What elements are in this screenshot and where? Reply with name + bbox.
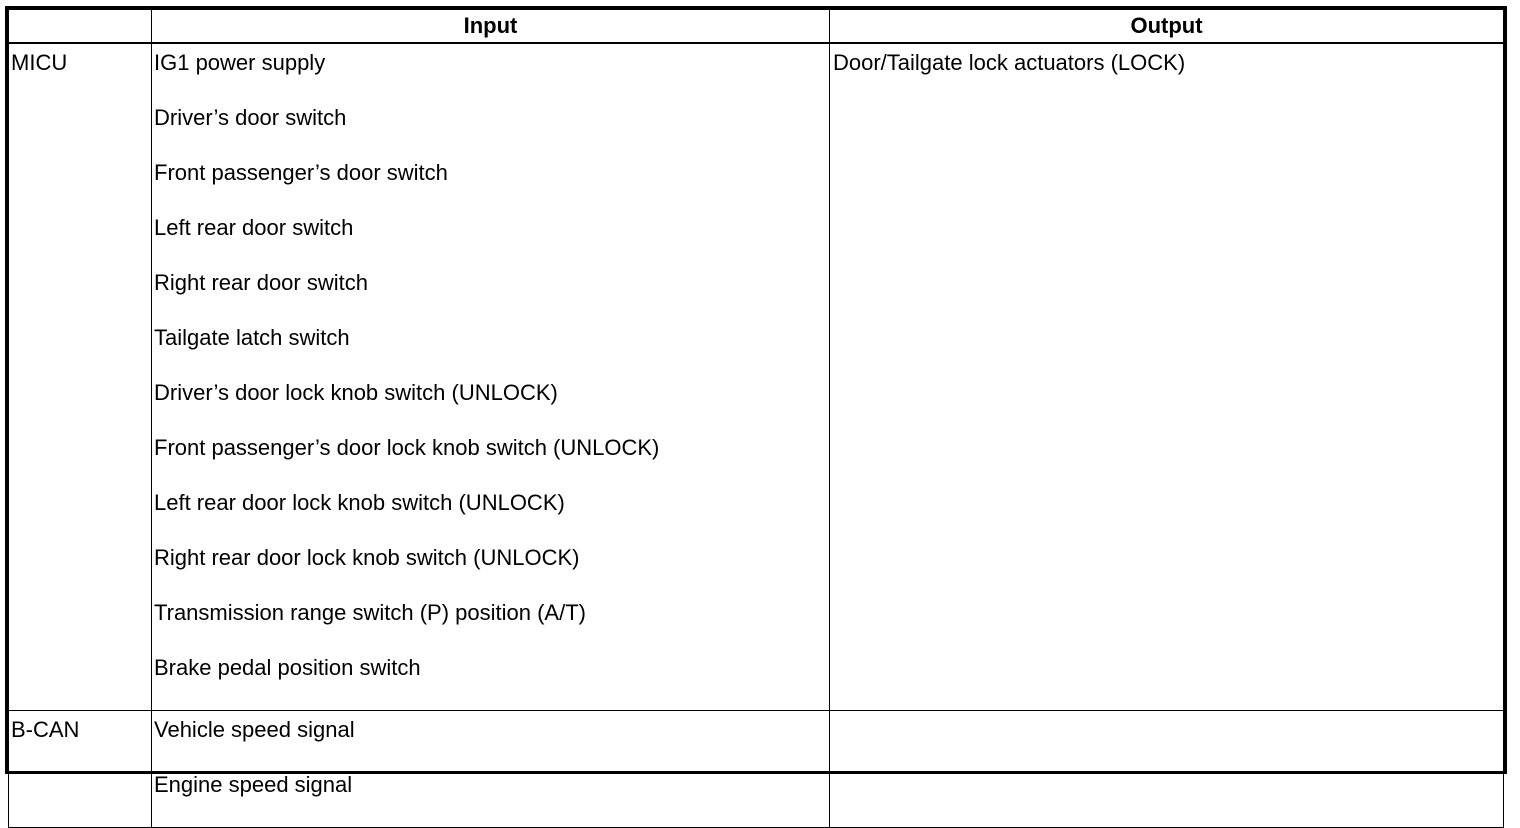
output-list: Door/Tailgate lock actuators (LOCK) [830,44,1503,76]
list-item: Front passenger’s door lock knob switch … [154,435,660,460]
list-item: Door/Tailgate lock actuators (LOCK) [833,50,1186,75]
output-cell [829,710,1504,828]
input-list: IG1 power supply Driver’s door switch Fr… [152,44,829,710]
list-item: Brake pedal position switch [154,655,421,680]
input-list: Vehicle speed signal Engine speed signal [152,711,829,827]
list-item: Left rear door switch [154,215,354,240]
table-row-micu: MICU IG1 power supply Driver’s door swit… [8,42,1504,711]
table-row-bcan: B-CAN Vehicle speed signal Engine speed … [8,710,1504,828]
system-label: B-CAN [11,717,80,742]
list-item: Transmission range switch (P) position (… [154,600,586,625]
list-item: Driver’s door lock knob switch (UNLOCK) [154,380,558,405]
list-item: Right rear door switch [154,270,368,295]
system-label: MICU [11,50,68,75]
system-cell: MICU [8,42,152,711]
header-row: Input Output [8,9,1504,44]
output-cell: Door/Tailgate lock actuators (LOCK) [829,42,1504,711]
header-system [8,9,152,44]
input-cell: IG1 power supply Driver’s door switch Fr… [151,42,830,711]
list-item: Left rear door lock knob switch (UNLOCK) [154,490,565,515]
list-item: Driver’s door switch [154,105,347,130]
io-table-container: Input Output MICU IG1 power supply Drive… [5,6,1507,828]
list-item: Vehicle speed signal [154,717,355,742]
header-output: Output [829,9,1504,44]
list-item: Tailgate latch switch [154,325,350,350]
list-item: Right rear door lock knob switch (UNLOCK… [154,545,580,570]
list-item: Front passenger’s door switch [154,160,448,185]
system-cell: B-CAN [8,710,152,828]
io-table: Input Output MICU IG1 power supply Drive… [8,9,1504,828]
header-input: Input [151,9,830,44]
list-item: Engine speed signal [154,772,353,797]
list-item: IG1 power supply [154,50,326,75]
input-cell: Vehicle speed signal Engine speed signal [151,710,830,828]
